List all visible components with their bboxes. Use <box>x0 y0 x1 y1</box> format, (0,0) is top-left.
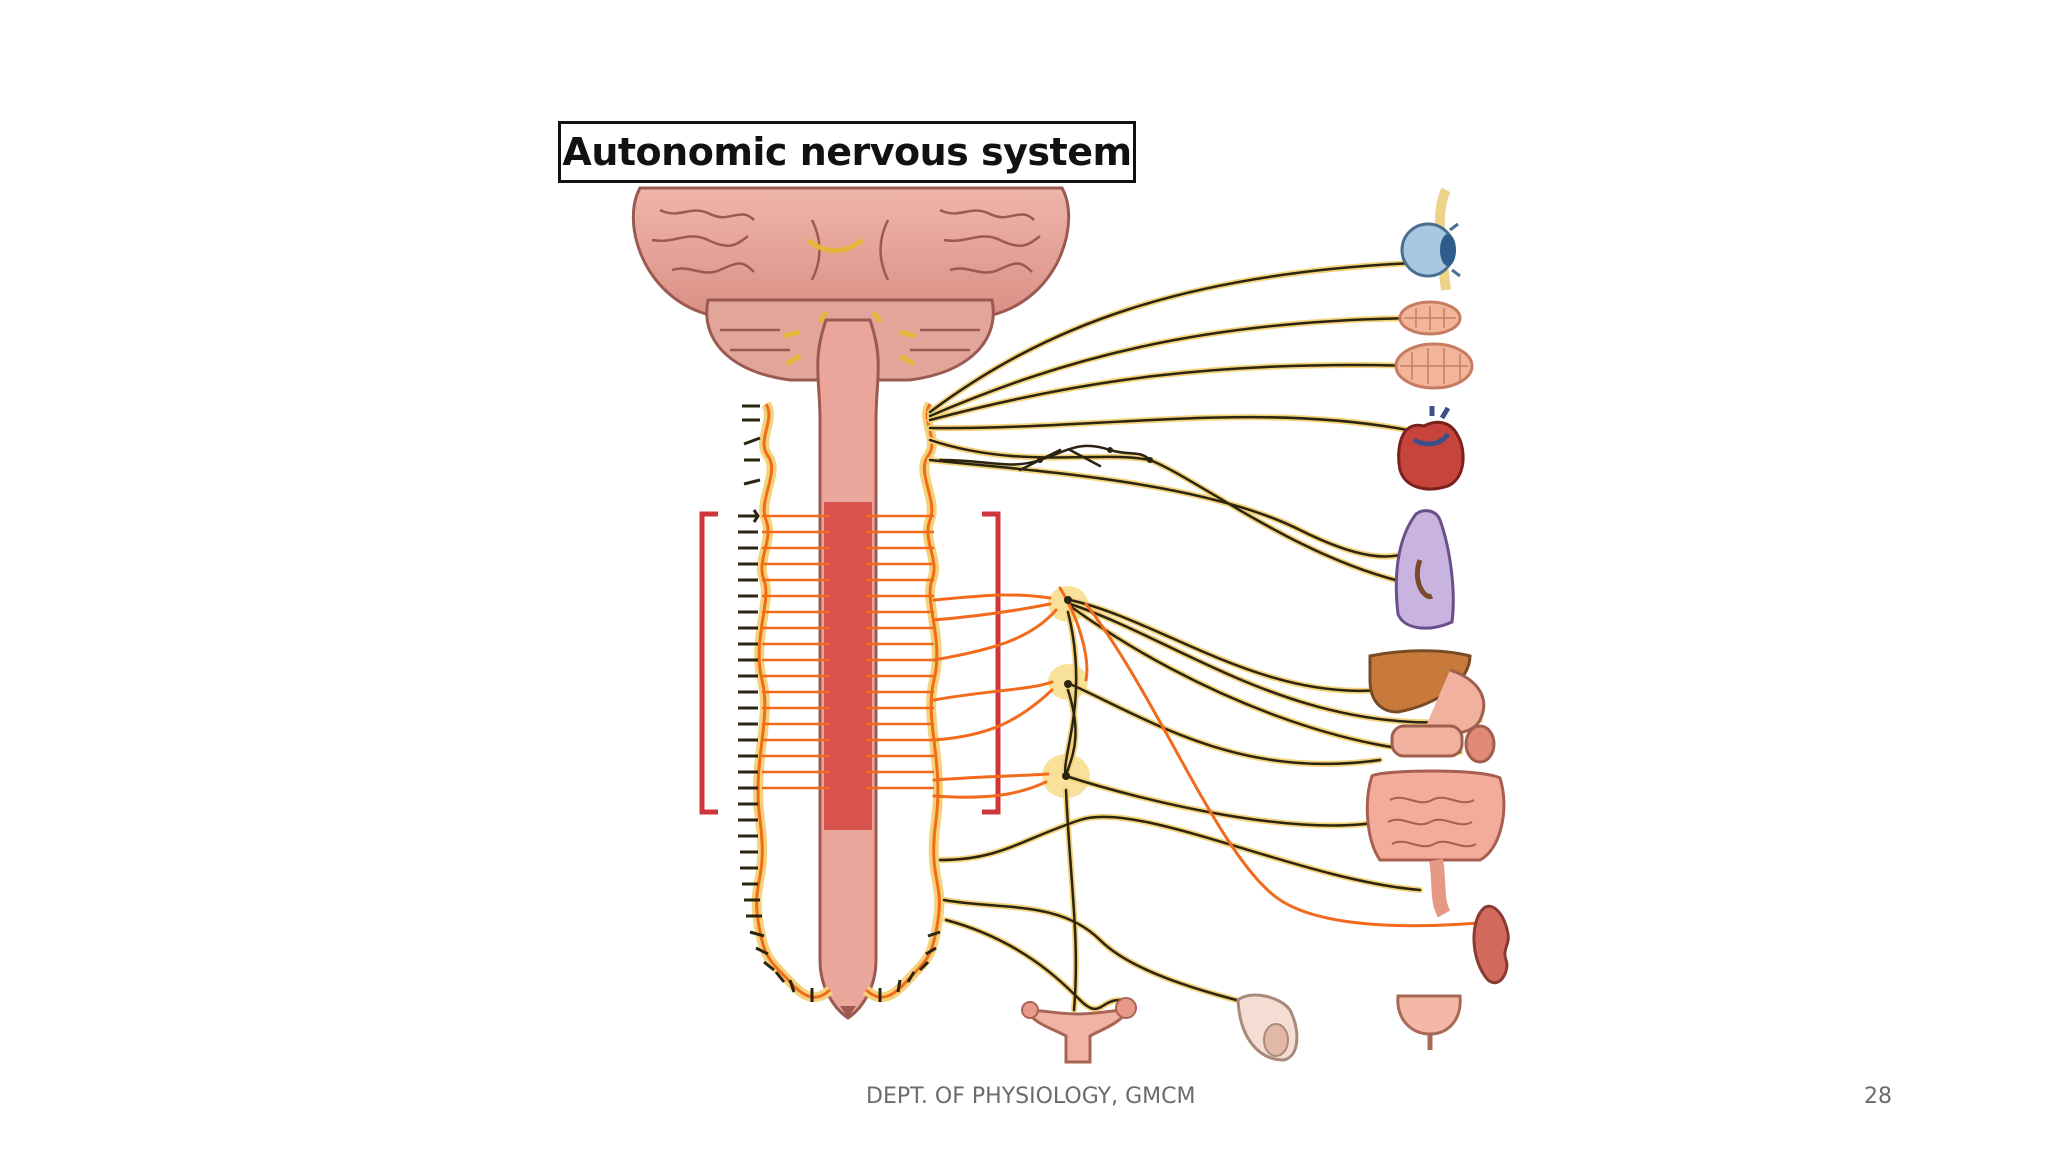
uterus-icon <box>1021 997 1137 1064</box>
eye-icon <box>1400 187 1461 291</box>
thoracolumbar-bracket-left <box>699 511 718 815</box>
liver-icon <box>1368 649 1496 764</box>
sympathetic-trunk-left <box>751 401 834 1003</box>
intestine-icon <box>1365 769 1506 918</box>
bladder-icon <box>1396 994 1462 1050</box>
thoracolumbar-bracket-right <box>982 511 1001 815</box>
footer-text: DEPT. OF PHYSIOLOGY, GMCM <box>866 1084 1196 1109</box>
rami-connectors <box>762 514 934 790</box>
spinal-nerve-ticks <box>738 404 941 1002</box>
page-number: 28 <box>1864 1084 1892 1109</box>
kidney-icon <box>1472 904 1510 984</box>
brain-icon <box>631 186 1071 382</box>
salivary-gland-icon <box>1394 300 1474 390</box>
spinal-cord <box>816 318 880 1020</box>
lung-icon <box>1394 509 1455 630</box>
slide-footer: DEPT. OF PHYSIOLOGY, GMCM 28 <box>0 1084 2048 1114</box>
slide-title: Autonomic nervous system <box>562 130 1132 174</box>
nerve-fibers <box>927 259 1492 1013</box>
sympathetic-trunk-right <box>862 401 945 1003</box>
title-box: Autonomic nervous system <box>558 121 1136 183</box>
heart-icon <box>1397 406 1465 491</box>
penis-icon <box>1236 993 1299 1062</box>
